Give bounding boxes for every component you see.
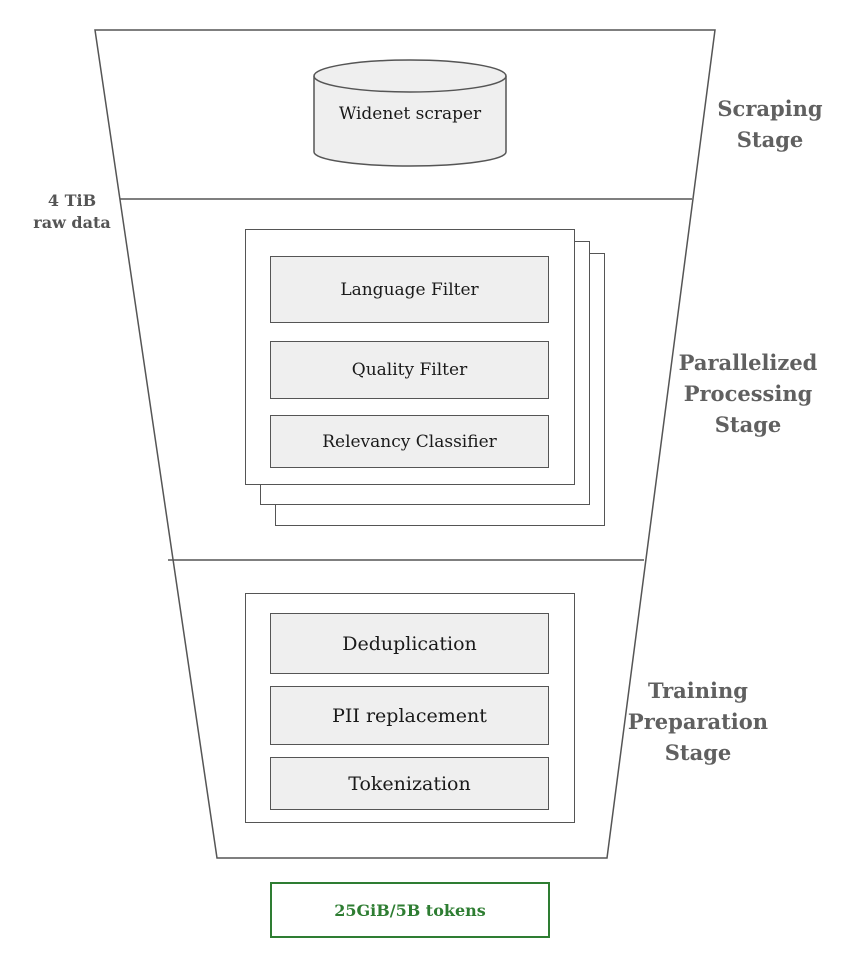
step-quality-filter: Quality Filter [270,341,549,399]
step-deduplication: Deduplication [270,613,549,674]
stage-label-line: Training [648,678,748,703]
stage-label-training: Training Preparation Stage [620,675,776,768]
scraper-label: Widenet scraper [338,104,482,124]
funnel-shape [94,29,716,859]
raw-data-text: raw data [33,213,111,232]
step-pii-replacement: PII replacement [270,686,549,745]
step-relevancy-classifier: Relevancy Classifier [270,415,549,468]
step-label: Quality Filter [351,360,468,380]
stage-label-line: Stage [664,740,732,765]
step-label: PII replacement [332,704,487,727]
raw-data-size: 4 TiB [47,191,97,210]
step-tokenization: Tokenization [270,757,549,810]
step-label: Tokenization [348,772,471,795]
step-language-filter: Language Filter [270,256,549,323]
raw-data-annotation: 4 TiB raw data [26,190,118,234]
stage-label-line: Stage [736,127,804,152]
stage-label-line: Preparation [627,709,769,734]
step-label: Language Filter [340,279,479,300]
stage-label-scraping: Scraping Stage [700,93,840,155]
output-label: 25GiB/5B tokens [334,900,486,920]
stage-label-line: Parallelized [678,350,818,375]
stage-label-line: Processing [683,381,813,406]
stage-label-processing: Parallelized Processing Stage [668,347,828,440]
step-label: Deduplication [342,632,477,655]
step-label: Relevancy Classifier [322,431,497,452]
stage-label-line: Stage [714,412,782,437]
stage-label-line: Scraping [717,96,823,121]
output-box: 25GiB/5B tokens [270,882,550,938]
scraper-cylinder [313,59,507,167]
